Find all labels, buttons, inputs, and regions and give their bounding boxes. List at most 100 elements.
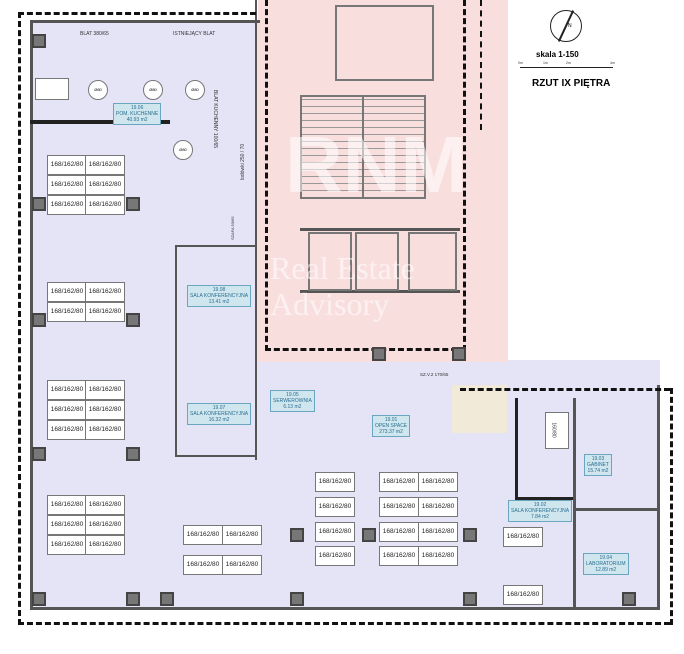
room-number: 19.03 [591, 456, 605, 462]
lease-boundary [18, 622, 670, 625]
wall [30, 120, 170, 124]
workstation-desk: 168/162/80 [315, 522, 355, 542]
desk-label: 160/80 [550, 422, 557, 438]
structural-column [126, 447, 140, 461]
workstation-desk: 168/162/80 [47, 400, 87, 420]
structural-column [362, 528, 376, 542]
scale-tick: 0m [518, 61, 523, 65]
workstation-desk: 168/162/80 [47, 380, 87, 400]
lease-boundary [480, 0, 482, 130]
structural-column [126, 592, 140, 606]
structural-column [372, 347, 386, 361]
wall [573, 508, 657, 511]
structural-column [463, 528, 477, 542]
structural-column [32, 313, 46, 327]
workstation-desk: 168/162/80 [85, 175, 125, 195]
room-name: GABINET [587, 462, 609, 468]
workstation-desk: 168/162/80 [85, 155, 125, 175]
workstation-desk: 168/162/80 [85, 515, 125, 535]
room-number: 19.07 [212, 405, 226, 411]
conference-table [545, 412, 569, 449]
workstation-desk: 168/162/80 [85, 302, 125, 322]
workstation-desk: 168/162/80 [379, 522, 419, 542]
structural-column [452, 347, 466, 361]
fridges-label: lodówki 250 / 70 [240, 143, 246, 180]
wall [657, 385, 660, 610]
workstation-desk: 168/162/80 [47, 535, 87, 555]
room-area: 273.37 m2 [379, 429, 403, 435]
workstation-desk: 168/162/80 [47, 515, 87, 535]
workstation-desk: 168/162/80 [503, 527, 543, 547]
workstation-desk: 168/162/80 [85, 420, 125, 440]
wall [573, 398, 576, 608]
workstation-desk: 168/162/80 [315, 497, 355, 517]
round-table: Ø80 [173, 140, 193, 160]
workstation-desk: 168/162/80 [47, 155, 87, 175]
workstation-desk: 168/162/80 [418, 472, 458, 492]
room-number: 19.05 [286, 392, 299, 398]
room-area: 13.41 m2 [208, 299, 230, 305]
workstation-desk: 168/162/80 [85, 535, 125, 555]
workstation-desk: 168/162/80 [47, 495, 87, 515]
scale-bar [520, 67, 613, 68]
staircase [362, 95, 426, 199]
round-table: Ø80 [143, 80, 163, 100]
staircase [300, 95, 364, 199]
room-area: 16.32 m2 [208, 417, 230, 423]
workstation-desk: 168/162/80 [47, 195, 87, 215]
long-table [35, 78, 69, 100]
lease-boundary [265, 0, 466, 351]
room-number: 19.08 [212, 287, 226, 293]
workstation-desk: 168/162/80 [418, 522, 458, 542]
wall [515, 398, 518, 498]
elevator [308, 232, 352, 291]
workstation-desk: 168/162/80 [418, 546, 458, 566]
north-arrow-icon: N [550, 10, 582, 42]
workstation-desk: 168/162/80 [503, 585, 543, 605]
workstation-desk: 168/162/80 [85, 400, 125, 420]
wall [300, 228, 460, 231]
structural-column [463, 592, 477, 606]
kitchen-counter-label: BLAT KUCHENNY 100/65 [212, 90, 218, 149]
structural-column [32, 447, 46, 461]
wardrobe-label: SZ.V.2 170/65 [420, 372, 449, 377]
watermark-tagline: Real Estate Advisory [270, 250, 415, 322]
workstation-desk: 168/162/80 [85, 282, 125, 302]
room-number: 19.01 [384, 417, 398, 423]
room-area: 40.93 m2 [126, 117, 148, 123]
counter-label: ISTNIEJĄCY BLAT [173, 31, 216, 37]
toilet-block [335, 5, 434, 81]
structural-column [32, 197, 46, 211]
technical-shaft [452, 385, 507, 433]
room-area: 7.84 m2 [531, 514, 550, 520]
wall [175, 455, 255, 457]
workstation-desk: 168/162/80 [315, 472, 355, 492]
workstation-desk: 168/162/80 [222, 525, 262, 545]
round-table: Ø80 [88, 80, 108, 100]
workstation-desk: 168/162/80 [183, 525, 223, 545]
north-label: N [568, 23, 572, 29]
workstation-desk: 168/162/80 [47, 302, 87, 322]
workstation-desk: 168/162/80 [379, 472, 419, 492]
room-number: 19.02 [533, 502, 547, 508]
workstation-desk: 168/162/80 [47, 420, 87, 440]
scale-tick: 4m [610, 61, 615, 65]
room-name: SALA KONFERENCYJNA [511, 508, 570, 514]
scale-tick: 2m [566, 61, 571, 65]
workstation-desk: 168/162/80 [85, 195, 125, 215]
round-table: Ø80 [185, 80, 205, 100]
workstation-desk: 168/162/80 [47, 175, 87, 195]
workstation-desk: 168/162/80 [183, 555, 223, 575]
room-area: 12.89 m2 [595, 567, 617, 573]
structural-column [126, 313, 140, 327]
structural-column [126, 197, 140, 211]
wall [30, 20, 260, 23]
wall [175, 245, 255, 247]
elevator [355, 232, 399, 291]
